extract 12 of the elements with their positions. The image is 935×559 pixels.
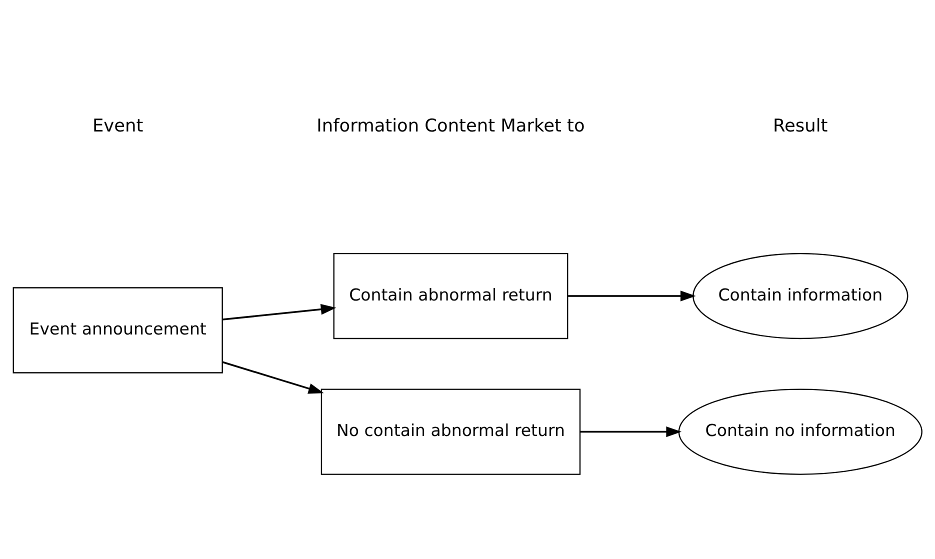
- arrow: [222, 361, 324, 394]
- node-box: Contain abnormal return: [333, 252, 568, 340]
- arrow: [568, 290, 696, 302]
- label: Information Content Market to: [316, 116, 585, 136]
- label: Event: [92, 116, 144, 136]
- label: Result: [773, 116, 828, 136]
- arrow: [222, 304, 336, 320]
- node-box: Event announcement: [12, 287, 223, 374]
- node-ellipse: Contain information: [692, 252, 908, 340]
- node-box: No contain abnormal return: [320, 388, 581, 475]
- arrow: [580, 426, 682, 438]
- node-ellipse: Contain no information: [678, 388, 922, 475]
